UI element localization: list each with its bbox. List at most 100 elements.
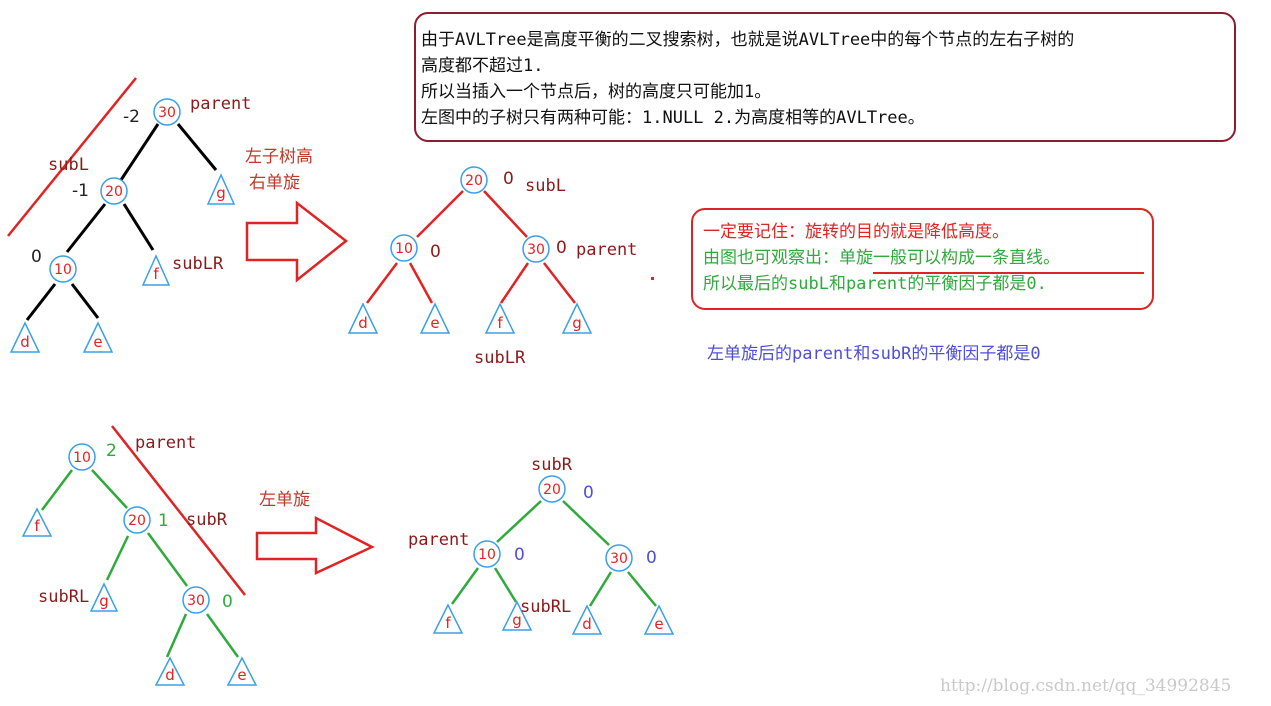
- tree-top-before: 30 20 10 g f d e -2 -1 0 parent subL sub…: [7, 77, 251, 353]
- edge: [122, 203, 155, 251]
- subtree-f: [432, 603, 464, 634]
- tree-bottom-before: 10 20 30 f g d e 2 1 0 parent subR subRL: [21, 425, 258, 686]
- subtree-e: [419, 302, 451, 334]
- subtree-f: [21, 507, 53, 537]
- bf-10: 2: [106, 441, 117, 461]
- arrow-shape: [245, 200, 349, 283]
- subtree-f-label: f: [445, 614, 451, 632]
- bf-10: 0: [31, 247, 42, 267]
- summary-line-4: 左图中的子树只有两种可能：1.NULL 2.为高度相等的AVLTree。: [421, 108, 925, 128]
- node-20-label: 20: [465, 173, 483, 189]
- subtree-d-label: d: [358, 314, 368, 332]
- subtree-g: [561, 302, 593, 334]
- node-10: [390, 234, 418, 262]
- node-10-label: 10: [478, 547, 496, 563]
- edge: [366, 262, 398, 304]
- bf-30: 0: [222, 592, 233, 612]
- bf-10: 0: [430, 242, 441, 262]
- remember-line-3: 所以最后的subL和parent的平衡因子都是0.: [703, 274, 1047, 294]
- subtree-g-label: g: [512, 611, 522, 629]
- subtree-f-label: f: [34, 517, 40, 535]
- subtree-d-label: d: [582, 615, 592, 633]
- subtree-d: [571, 604, 603, 635]
- subtree-f: [141, 254, 171, 286]
- node-10: [473, 540, 501, 568]
- subtree-f: [484, 302, 516, 334]
- subtree-d: [9, 321, 41, 353]
- edge: [165, 613, 188, 658]
- edge: [493, 567, 518, 603]
- node-30-label: 30: [527, 242, 545, 258]
- bf-20: 0: [583, 483, 594, 503]
- edge: [146, 532, 189, 587]
- edge: [588, 571, 613, 607]
- node-30: [182, 586, 210, 614]
- bf-20: -1: [72, 181, 89, 201]
- remember-line-2: 由图也可观察出：单旋一般可以构成一条直线。: [703, 248, 1060, 268]
- left-rotate-note: 左单旋后的parent和subR的平衡因子都是0: [707, 344, 1041, 364]
- summary-line-1: 由于AVLTree是高度平衡的二叉搜索树，也就是说AVLTree中的每个节点的左…: [421, 30, 1075, 50]
- node-20-label: 20: [105, 184, 123, 200]
- edge: [105, 535, 130, 581]
- label-parent: parent: [135, 433, 196, 453]
- node-20: [100, 177, 128, 205]
- tree-top-after: 20 10 30 d e f g 0 0 0 subL parent subLR: [347, 166, 637, 368]
- subtree-d: [347, 302, 379, 334]
- arrow-label-line2: 右单旋: [249, 173, 300, 193]
- edge: [562, 500, 610, 546]
- node-30-label: 30: [610, 551, 628, 567]
- subtree-g-label: g: [216, 184, 226, 202]
- node-30-label: 30: [187, 593, 205, 609]
- subtree-f-label: f: [497, 314, 503, 332]
- node-10-label: 10: [395, 241, 413, 257]
- label-subLR: subLR: [474, 348, 526, 368]
- edge: [499, 262, 530, 304]
- node-10-label: 10: [73, 450, 91, 466]
- subtree-e: [643, 604, 675, 635]
- edge: [119, 123, 160, 181]
- node-10: [68, 443, 96, 471]
- subtree-g: [206, 173, 236, 205]
- remember-line-1: 一定要记住：旋转的目的就是降低高度。: [703, 222, 1009, 242]
- bf-20: 0: [503, 169, 514, 189]
- edge: [496, 500, 542, 543]
- subtree-g-label: g: [572, 314, 582, 332]
- node-30: [153, 98, 181, 126]
- right-rotate-arrow: 左子树高 右单旋: [245, 147, 349, 283]
- subtree-d: [154, 656, 186, 686]
- label-parent: parent: [408, 530, 469, 550]
- summary-line-2: 高度都不超过1.: [421, 56, 544, 76]
- edge: [91, 469, 128, 509]
- label-parent: parent: [576, 240, 637, 260]
- node-20-label: 20: [543, 482, 561, 498]
- node-20: [460, 166, 488, 194]
- subtree-f-label: f: [153, 265, 159, 283]
- subtree-g: [501, 600, 533, 631]
- bf-30: 0: [646, 548, 657, 568]
- bf-30: 0: [556, 238, 567, 258]
- edge: [483, 190, 528, 238]
- subtree-e-label: e: [430, 314, 439, 332]
- subtree-d-label: d: [165, 666, 175, 684]
- label-subLR: subLR: [172, 254, 224, 274]
- edge: [25, 283, 57, 321]
- node-30: [605, 544, 633, 572]
- subtree-d-label: d: [20, 333, 30, 351]
- watermark: http://blog.csdn.net/qq_34992845: [940, 676, 1232, 696]
- subtree-e-label: e: [93, 333, 102, 351]
- node-20: [538, 475, 566, 503]
- edge: [205, 613, 240, 658]
- label-subRL: subRL: [38, 587, 89, 607]
- arrow-shape: [255, 515, 375, 575]
- node-20: [123, 506, 151, 534]
- summary-note-box: 由于AVLTree是高度平衡的二叉搜索树，也就是说AVLTree中的每个节点的左…: [414, 12, 1236, 142]
- subtree-e: [226, 656, 258, 686]
- subtree-g-label: g: [99, 592, 109, 610]
- split-line: [111, 425, 246, 596]
- stray-dot: [651, 277, 654, 280]
- subtree-g: [89, 582, 119, 612]
- edge: [450, 567, 480, 605]
- summary-line-3: 所以当插入一个节点后，树的高度只可能加1。: [421, 82, 772, 102]
- label-subL: subL: [48, 155, 89, 175]
